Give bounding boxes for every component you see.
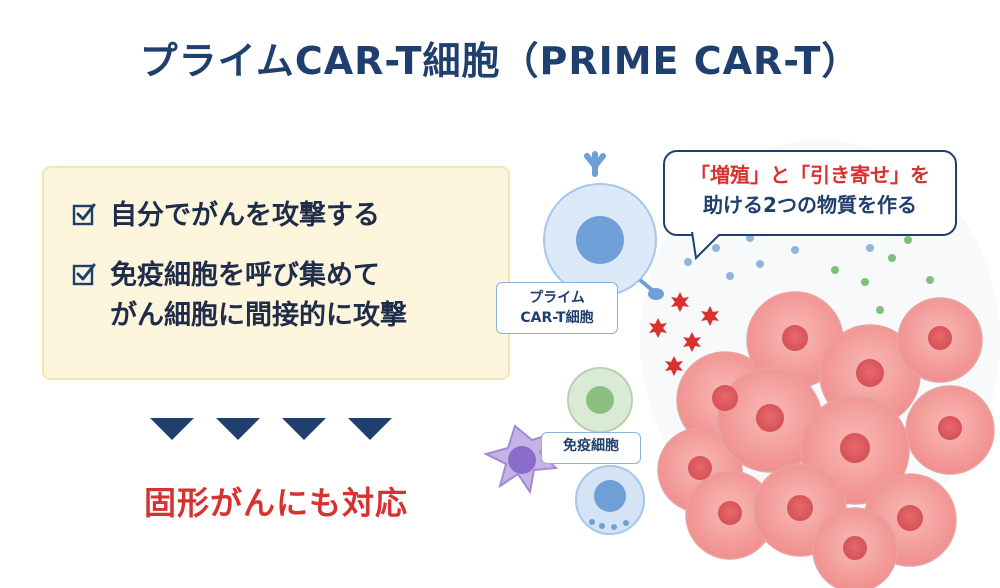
immune-cell-green (567, 367, 633, 433)
feature-text-line2: がん細胞に間接的に攻撃 (110, 300, 407, 331)
down-arrows (150, 418, 392, 440)
immune-cell-blue (575, 465, 645, 535)
down-triangle-icon (216, 418, 260, 440)
prime-car-t-cell (543, 151, 664, 300)
checkbox-checked-icon (72, 203, 96, 226)
feature-item-2: 免疫細胞を呼び集めて がん細胞に間接的に攻撃 (72, 256, 407, 336)
prime-label-line1: プライム (529, 290, 585, 306)
speech-bubble: 「増殖」と「引き寄せ」を 助ける2つの物質を作る (663, 150, 957, 236)
bubble-line2: 助ける2つの物質を作る (703, 193, 917, 217)
cell-illustration (483, 140, 1000, 588)
feature-panel: 自分でがんを攻撃する 免疫細胞を呼び集めて がん細胞に間接的に攻撃 (42, 166, 510, 380)
feature-text-line1: 免疫細胞を呼び集めて (110, 260, 380, 291)
down-triangle-icon (150, 418, 194, 440)
result-text: 固形がんにも対応 (143, 484, 408, 522)
red-star-molecules (649, 292, 719, 376)
down-triangle-icon (348, 418, 392, 440)
down-triangle-icon (282, 418, 326, 440)
bubble-line1: 「増殖」と「引き寄せ」を (690, 163, 930, 187)
page-title: プライムCAR-T細胞（PRIME CAR-T） (139, 39, 861, 83)
feature-item-1: 自分でがんを攻撃する (72, 196, 380, 236)
prime-car-t-label: プライム CAR-T細胞 (496, 282, 618, 334)
cancer-cell-cluster (657, 291, 995, 588)
prime-label-line2: CAR-T細胞 (520, 310, 594, 326)
feature-text: 自分でがんを攻撃する (110, 200, 380, 231)
speech-bubble-tail (691, 232, 721, 261)
checkbox-checked-icon (72, 263, 96, 286)
immune-cell-label: 免疫細胞 (541, 432, 641, 464)
